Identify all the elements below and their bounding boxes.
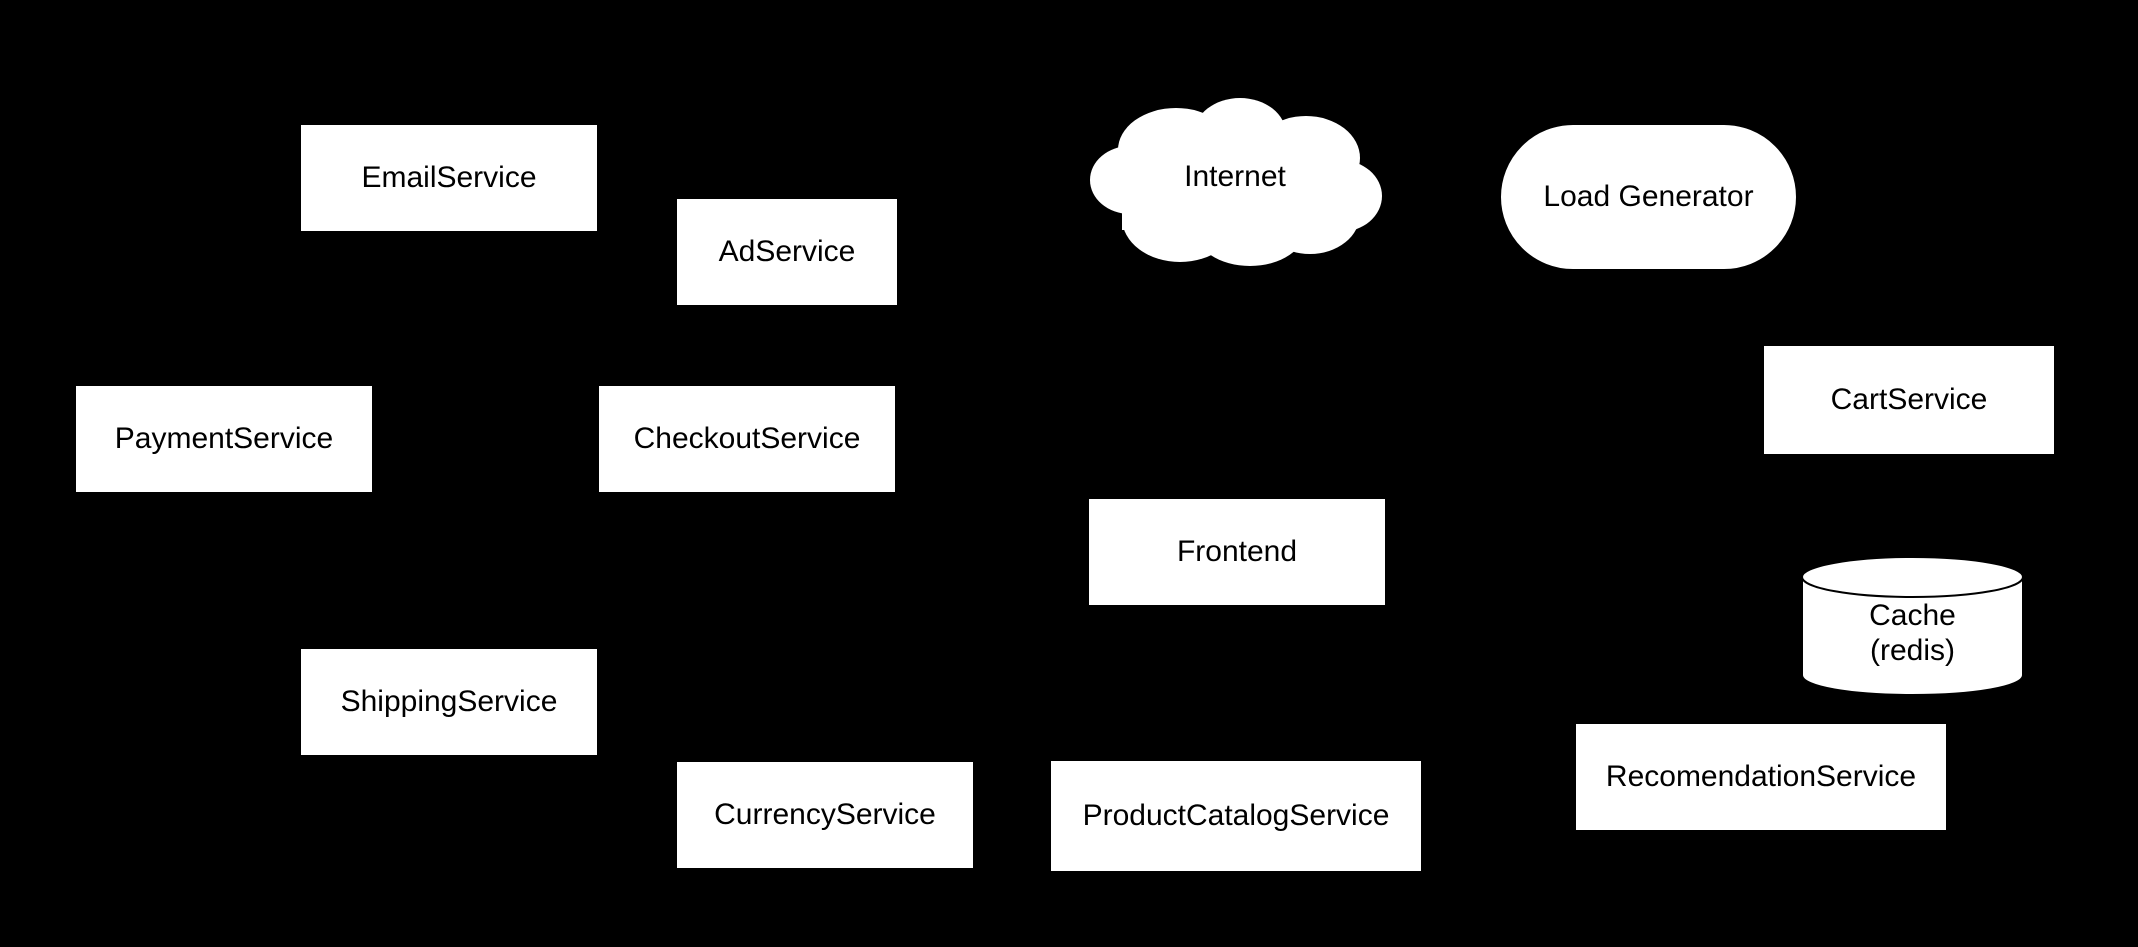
node-checkout-service[interactable]: CheckoutService — [598, 385, 896, 493]
node-label-shipping-service: ShippingService — [340, 685, 558, 719]
node-label-frontend: Frontend — [1176, 535, 1298, 569]
node-currency-service[interactable]: CurrencyService — [676, 761, 974, 869]
node-label-product-catalog-service: ProductCatalogService — [1082, 799, 1390, 833]
node-label-currency-service: CurrencyService — [714, 798, 936, 832]
database-cylinder-icon — [1801, 556, 2024, 697]
node-label-recomendation-service: RecomendationService — [1605, 760, 1917, 794]
node-label-load-generator: Load Generator — [1543, 180, 1754, 214]
node-payment-service[interactable]: PaymentService — [75, 385, 373, 493]
node-frontend[interactable]: Frontend — [1088, 498, 1386, 606]
node-load-generator[interactable]: Load Generator — [1500, 124, 1797, 270]
node-label-ad-service: AdService — [718, 235, 856, 269]
cloud-icon — [1090, 98, 1382, 266]
node-internet[interactable]: Internet — [1088, 88, 1382, 266]
node-cache-redis[interactable]: Cache (redis) — [1800, 555, 2025, 697]
node-label-cart-service: CartService — [1830, 383, 1988, 417]
node-cart-service[interactable]: CartService — [1763, 345, 2055, 455]
node-recomendation-service[interactable]: RecomendationService — [1575, 723, 1947, 831]
node-product-catalog-service[interactable]: ProductCatalogService — [1050, 760, 1422, 872]
node-shipping-service[interactable]: ShippingService — [300, 648, 598, 756]
node-label-payment-service: PaymentService — [114, 422, 334, 456]
node-label-email-service: EmailService — [361, 161, 537, 195]
node-ad-service[interactable]: AdService — [676, 198, 898, 306]
node-email-service[interactable]: EmailService — [300, 124, 598, 232]
node-label-checkout-service: CheckoutService — [633, 422, 861, 456]
